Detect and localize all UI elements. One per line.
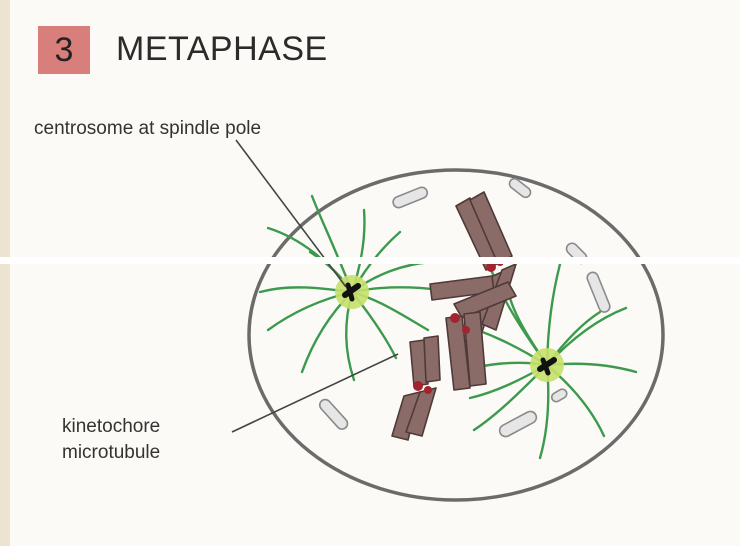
kinetochore-microtubule-label: kinetochore microtubule (62, 414, 160, 466)
vesicle (318, 398, 349, 430)
vesicle (508, 177, 532, 199)
organelles (318, 177, 611, 438)
chromosomes (391, 191, 517, 441)
kinetochore-label-line2: microtubule (62, 442, 161, 463)
chromosome (391, 335, 441, 441)
kinetochore-label-line1: kinetochore (62, 416, 161, 437)
page-edge-strip (0, 0, 10, 546)
vesicle (550, 388, 568, 403)
chromosome (429, 275, 517, 391)
kinetochore-leader-line (231, 353, 399, 433)
cell-membrane (247, 168, 665, 502)
vesicle (586, 271, 611, 313)
vesicle (498, 410, 538, 438)
centrosome-leader-line (235, 139, 347, 288)
centrosome-label: centrosome at spindle pole (34, 118, 262, 139)
image-seam (0, 257, 740, 264)
step-number-badge: 3 (38, 26, 90, 74)
vesicle (392, 186, 429, 209)
right-centrosome (530, 348, 564, 382)
figure-title: METAPHASE (116, 30, 328, 68)
